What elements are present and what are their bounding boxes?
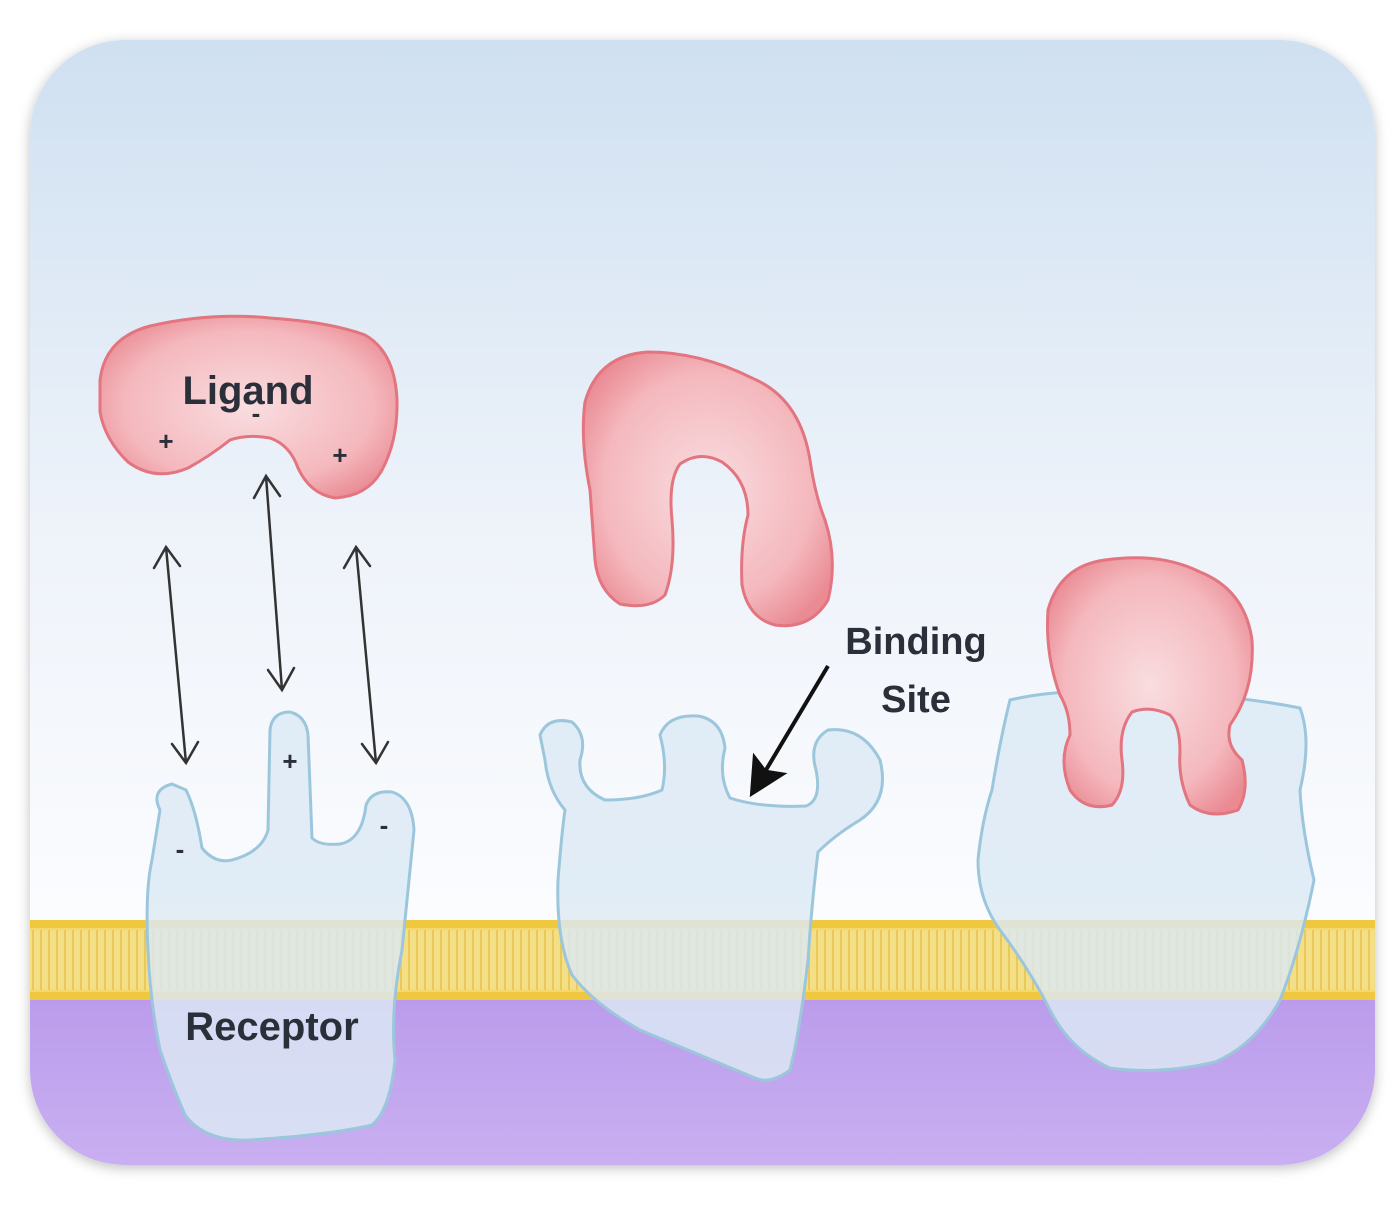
receptor-label: Receptor bbox=[185, 1005, 358, 1049]
arrow-center bbox=[252, 473, 296, 693]
ligand-charge-center: - bbox=[252, 398, 261, 428]
binding-site-label-line1: Binding bbox=[845, 621, 986, 663]
receptor-charge-center: + bbox=[282, 746, 297, 776]
ligand-label: Ligand bbox=[182, 369, 313, 413]
attraction-arrows bbox=[152, 473, 390, 766]
binding-site-arrow bbox=[749, 664, 830, 798]
ligand-1 bbox=[98, 314, 399, 500]
receptor-2 bbox=[538, 714, 884, 1082]
ligand-charge-right: + bbox=[332, 440, 347, 470]
binding-site-label-line2: Site bbox=[881, 679, 951, 721]
arrow-left bbox=[152, 544, 200, 766]
arrow-right bbox=[342, 544, 390, 766]
receptor-charge-right: - bbox=[380, 810, 389, 840]
ligand-bound bbox=[1046, 556, 1254, 816]
receptor-1 bbox=[145, 710, 416, 1142]
receptor-charge-left: - bbox=[176, 834, 185, 864]
ligand-charge-left: + bbox=[158, 426, 173, 456]
ligand-arch bbox=[581, 350, 834, 628]
